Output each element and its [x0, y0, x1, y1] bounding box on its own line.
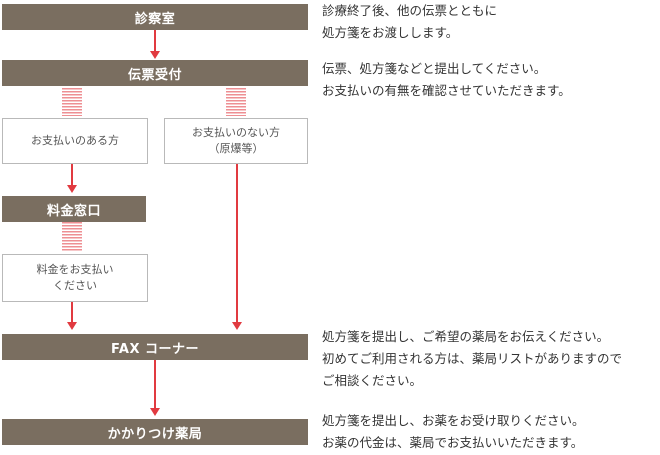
step-fax-label: FAX コーナー — [111, 341, 199, 357]
stripe-right — [226, 88, 246, 116]
note-fax-line: 処方箋を提出し、ご希望の薬局をお伝えください。 — [322, 329, 610, 344]
note-shinsatsu: 診療終了後、他の伝票とともに 処方箋をお渡しします。 — [322, 0, 497, 44]
arrow-line-nopay — [236, 164, 238, 323]
arrow-head-pay — [67, 185, 77, 193]
step-fax: FAX コーナー — [2, 334, 308, 360]
step-ryokin-label: 料金窓口 — [46, 203, 101, 219]
arrow-line-fax — [154, 360, 156, 409]
arrow-line-pay — [71, 164, 73, 186]
option-payment: 料金をお支払い ください — [2, 254, 148, 302]
arrow-line-1 — [154, 30, 156, 52]
note-yakkyoku-line: お薬の代金は、薬局でお支払いいただきます。 — [322, 435, 584, 450]
note-yakkyoku: 処方箋を提出し、お薬をお受け取りください。 お薬の代金は、薬局でお支払いいただき… — [322, 410, 585, 454]
arrow-head-payment — [67, 322, 77, 330]
option-pay: お支払いのある方 — [2, 118, 148, 164]
note-yakkyoku-line: 処方箋を提出し、お薬をお受け取りください。 — [322, 413, 585, 428]
step-uketsuke-label: 伝票受付 — [127, 67, 182, 83]
arrow-line-payment — [71, 302, 73, 323]
option-payment-line1: 料金をお支払い — [36, 263, 114, 276]
step-shinsatsu: 診察室 — [2, 4, 308, 30]
step-uketsuke: 伝票受付 — [2, 60, 308, 86]
step-yakkyoku-label: かかりつけ薬局 — [107, 426, 203, 442]
note-shinsatsu-line: 診療終了後、他の伝票とともに — [322, 3, 498, 18]
stripe-ryokin — [62, 222, 82, 252]
arrow-head-nopay — [232, 322, 242, 330]
option-nopay-line1: お支払いのない方 — [192, 126, 280, 139]
note-fax-line: ご相談ください。 — [322, 373, 423, 388]
note-uketsuke-line: お支払いの有無を確認させていただきます。 — [322, 83, 571, 98]
option-payment-line2: ください — [53, 279, 97, 292]
option-nopay: お支払いのない方 （原爆等） — [164, 118, 308, 164]
note-uketsuke: 伝票、処方箋などと提出してください。 お支払いの有無を確認させていただきます。 — [322, 58, 571, 102]
step-shinsatsu-label: 診察室 — [134, 11, 176, 27]
option-pay-label: お支払いのある方 — [31, 134, 119, 147]
step-ryokin: 料金窓口 — [2, 196, 146, 222]
note-fax: 処方箋を提出し、ご希望の薬局をお伝えください。 初めてご利用される方は、薬局リス… — [322, 326, 622, 392]
note-fax-line: 初めてご利用される方は、薬局リストがありますので — [322, 351, 623, 366]
step-yakkyoku: かかりつけ薬局 — [2, 419, 308, 445]
stripe-left — [62, 88, 82, 116]
arrow-head-fax — [150, 408, 160, 416]
note-uketsuke-line: 伝票、処方箋などと提出してください。 — [322, 61, 547, 76]
arrow-head-1 — [150, 51, 160, 59]
note-shinsatsu-line: 処方箋をお渡しします。 — [322, 25, 459, 40]
option-nopay-line2: （原爆等） — [208, 142, 264, 155]
